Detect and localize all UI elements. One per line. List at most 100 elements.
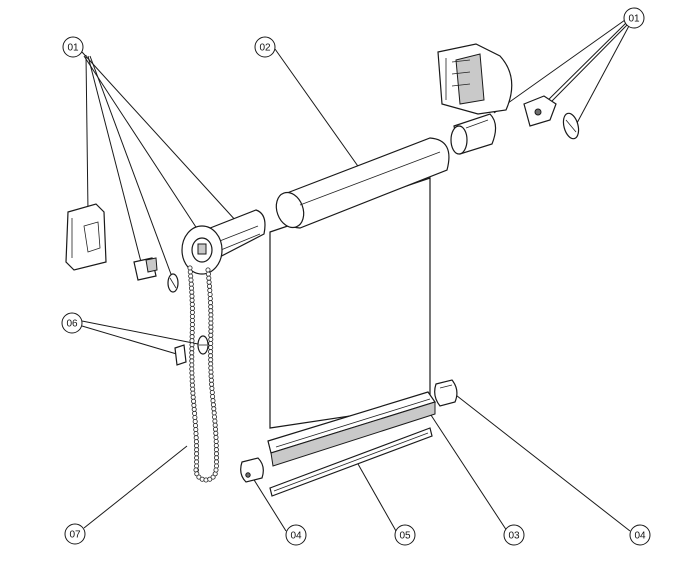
end-cap-left bbox=[240, 457, 264, 483]
chain-bead bbox=[211, 406, 217, 412]
chain-bead bbox=[213, 430, 219, 436]
chain-bead bbox=[189, 370, 195, 376]
chain-bead bbox=[190, 390, 196, 396]
chain-bead bbox=[208, 377, 214, 383]
callout-07: 07 bbox=[64, 523, 86, 545]
chain-bead bbox=[211, 410, 217, 416]
chain-bead bbox=[208, 357, 214, 363]
chain-bead bbox=[189, 330, 195, 336]
right-bracket bbox=[437, 43, 513, 115]
chain-bead bbox=[189, 378, 195, 384]
chain-bead bbox=[208, 332, 214, 338]
callout-02: 02 bbox=[254, 36, 276, 58]
chain-bead bbox=[209, 389, 215, 395]
weight-bar bbox=[269, 427, 433, 497]
callout-label: 03 bbox=[508, 531, 520, 542]
chain-bead bbox=[189, 313, 195, 319]
chain-bead bbox=[213, 443, 219, 449]
chain-bead bbox=[190, 394, 196, 400]
end-cap-right bbox=[434, 379, 458, 407]
chain-bead bbox=[188, 281, 194, 287]
chain-bead bbox=[187, 265, 193, 271]
chain-bead bbox=[189, 350, 195, 356]
chain-bead bbox=[206, 279, 212, 285]
callout-label: 06 bbox=[66, 319, 78, 330]
chain-bead bbox=[194, 459, 200, 465]
chain-bead bbox=[189, 322, 195, 328]
chain-bead bbox=[208, 345, 214, 351]
chain-bead bbox=[210, 394, 216, 400]
chain-bead bbox=[193, 439, 199, 445]
idler-end bbox=[450, 113, 497, 155]
chain-bead bbox=[189, 362, 195, 368]
chain-bead bbox=[213, 451, 219, 457]
chain-bead bbox=[207, 291, 213, 297]
chain-bead bbox=[212, 418, 218, 424]
chain-bead bbox=[193, 427, 199, 433]
chain-bead bbox=[208, 361, 214, 367]
chain-bead bbox=[189, 346, 195, 352]
chain-bead bbox=[189, 338, 195, 344]
callout-05: 05 bbox=[394, 524, 416, 546]
chain-bead bbox=[208, 328, 214, 334]
chain-bead bbox=[213, 459, 219, 465]
chain-bead bbox=[212, 426, 218, 432]
chain-bead bbox=[189, 366, 195, 372]
chain-bead bbox=[207, 287, 213, 293]
bottom-rail bbox=[267, 391, 436, 467]
chain-bead bbox=[193, 443, 199, 449]
chain-bead bbox=[189, 382, 195, 388]
chain-bead bbox=[192, 418, 198, 424]
chain-bead bbox=[189, 289, 195, 295]
chain-bead bbox=[189, 334, 195, 340]
chain-bead bbox=[189, 342, 195, 348]
chain-bead bbox=[213, 438, 219, 444]
chain-bead bbox=[208, 308, 214, 314]
chain-bead bbox=[190, 386, 196, 392]
chain-bead bbox=[208, 365, 214, 371]
chain-bead bbox=[191, 402, 197, 408]
chain-bead bbox=[208, 340, 214, 346]
chain-clutch bbox=[181, 209, 266, 275]
chain-bead bbox=[194, 451, 200, 457]
chain-bead bbox=[208, 320, 214, 326]
chain-bead bbox=[210, 402, 216, 408]
right-plug bbox=[562, 112, 580, 140]
left-bracket bbox=[65, 203, 107, 271]
right-clip bbox=[523, 95, 557, 127]
chain-bead bbox=[194, 447, 200, 453]
chain-bead bbox=[189, 358, 195, 364]
chain-bead bbox=[208, 349, 214, 355]
chain-bead bbox=[189, 374, 195, 380]
chain-bead bbox=[194, 463, 200, 469]
chain-bead bbox=[191, 398, 197, 404]
chain-bead bbox=[209, 385, 215, 391]
callout-04-left: 04 bbox=[285, 524, 307, 546]
callout-01-left: 01 bbox=[62, 36, 84, 58]
chain-bead bbox=[209, 381, 215, 387]
callout-label: 07 bbox=[69, 530, 81, 541]
chain-bead bbox=[187, 269, 193, 275]
callout-03: 03 bbox=[503, 524, 525, 546]
chain-bead bbox=[208, 373, 214, 379]
callout-04-right: 04 bbox=[629, 524, 651, 546]
chain-bead bbox=[211, 414, 217, 420]
chain-bead bbox=[210, 398, 216, 404]
chain-bead bbox=[189, 305, 195, 311]
chain-bead bbox=[189, 317, 195, 323]
chain-bead bbox=[189, 297, 195, 303]
chain-bead bbox=[208, 336, 214, 342]
chain-bead bbox=[192, 414, 198, 420]
chain-bead bbox=[208, 304, 214, 310]
chain-bead bbox=[191, 406, 197, 412]
chain-bead bbox=[206, 275, 212, 281]
chain-bead bbox=[189, 309, 195, 315]
chain-bead bbox=[193, 435, 199, 441]
callout-label: 05 bbox=[399, 531, 411, 542]
chain-bead bbox=[205, 271, 211, 277]
left-plug bbox=[167, 273, 179, 293]
chain-bead bbox=[213, 434, 219, 440]
chain-bead bbox=[207, 300, 213, 306]
chain-bead bbox=[208, 324, 214, 330]
